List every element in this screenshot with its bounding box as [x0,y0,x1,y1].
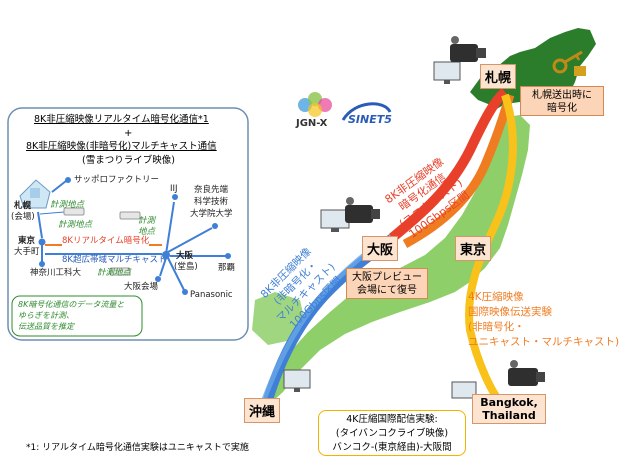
node-dot-factory [65,177,71,183]
node-dot-panasonic [182,289,188,295]
monitor-icon [451,381,477,399]
measure-point-split-l2: 地点 [138,227,156,237]
node-dot-venue [155,276,161,282]
sinet-swoosh [341,102,392,121]
panel-title-line1: 8K非圧縮映像リアルタイム暗号化通信*1 [34,114,209,125]
exp-box-l1: 4K圧縮国際配信実験: [346,414,438,425]
video-camera-icon [508,360,545,386]
snow-sculpture-icon [19,179,51,209]
node-label-tokyo-sub: 大手町 [14,247,40,257]
bangkok-tag: Bangkok, Thailand [472,394,546,424]
left-network-links [37,180,226,291]
node-label-sapporo: 札幌 [14,201,32,211]
monitor-icon [283,369,311,389]
footnote: *1: リアルタイム暗号化通信実験はユニキャストで実施 [26,443,249,453]
orange-route-l4: ユニキャスト・マルチキャスト) [468,336,620,348]
measure-device-icon [109,267,131,276]
left-note-box [11,295,143,337]
jgn-x-logo-text: JGN-X [296,118,328,129]
node-label-osaka-sub: (堂島) [174,262,198,272]
node-dot-kanagawa [39,261,45,267]
red-route-band [388,88,509,242]
bangkok-l1: Bangkok, [480,396,538,409]
realtime-encryption-label: 8Kリアルタイム暗号化 [62,236,150,247]
orange-route-label: 4K圧縮映像 国際映像伝送実験 (非暗号化・ ユニキャスト・マルチキャスト) [468,290,619,350]
orange-route-l1: 4K圧縮映像 [468,291,524,303]
node-label-iij: IIJ [170,184,178,194]
measure-point-split-l1: 計測 [138,216,156,226]
sapporo-encrypt-note: 札幌送出時に 暗号化 [520,86,604,116]
link-sapporo-factory [51,180,67,193]
honshu-landmass [266,115,530,402]
exp-box-l3: バンコク-(東京経由)-大阪間 [332,442,452,453]
panel-title-line3: (雪まつりライブ映像) [82,155,175,166]
monitor-icon [433,61,461,81]
link-osaka-iij [165,201,175,255]
left-network-nodes [38,177,231,295]
measure-point-label: 計測地点 [50,200,85,210]
link-osaka-nara [167,227,213,253]
left-panel-frame [7,107,249,341]
key-icon [552,50,586,76]
note-line1: 8K暗号化通信のデータ流量と [18,300,125,309]
map-city-okinawa: 沖縄 [244,398,281,423]
measure-point-label: 計測地点 [58,220,93,230]
node-dot-tokyo [38,238,46,246]
jgn-x-logo [298,92,332,117]
node-label-kanagawa: 神奈川工科大 [30,268,82,278]
measure-device-icon [119,211,141,220]
node-label-nara-l1: 奈良先端 [194,185,229,195]
node-label-nara-l2: 科学技術 [194,197,229,207]
node-label-naha: 那覇 [218,263,236,273]
intl-experiment-box: 4K圧縮国際配信実験: (タイバンコクライブ映像) バンコク-(東京経由)-大阪… [318,410,466,456]
node-dot-osaka [162,251,170,259]
multicast-label: 8K超広帯域マルチキャスト [62,255,167,265]
node-dot-nara [212,223,218,229]
map-city-osaka: 大阪 [362,236,399,261]
exp-box-l2: (タイバンコクライブ映像) [335,428,449,439]
node-label-tokyo: 東京 [18,236,36,246]
bangkok-l2: Thailand [482,409,536,422]
link-measure-sapporo [39,211,65,215]
node-label-factory: サッポロファクトリー [74,175,160,185]
orange-route-band [402,93,515,248]
link-sapporo-tokyo [37,211,43,239]
map-city-sapporo: 札幌 [480,64,517,89]
note-line3: 伝送品質を推定 [18,322,74,331]
measure-point-label: 計測地点 [97,268,132,278]
map-equipment [283,36,586,399]
orange-route-l2: 国際映像伝送実験 [468,306,552,318]
orange-route-l3: (非暗号化・ [468,321,525,333]
video-camera-icon [450,36,486,62]
osaka-preview-note: 大阪プレビュー 会場にて復号 [346,268,428,299]
yellow-route-band [465,93,517,405]
node-label-sapporo-sub: (会場) [11,212,35,222]
measure-device-icon [63,207,85,216]
link-osaka-venue [159,257,167,277]
map-city-tokyo: 東京 [455,236,492,261]
link-osaka-panasonic [167,257,185,291]
node-dot-iij [172,194,178,200]
osaka-preview-l1: 大阪プレビュー [352,272,422,283]
osaka-preview-l2: 会場にて復号 [357,285,417,296]
note-line2: ゆらぎを計測、 [18,311,74,320]
sapporo-note-l2: 暗号化 [547,103,577,114]
node-label-nara-l3: 大学院大学 [190,209,233,219]
node-label-panasonic: Panasonic [190,290,233,300]
panel-title-line2: 8K非圧縮映像(非暗号化)マルチキャスト通信 [26,141,217,152]
node-label-osaka: 大阪 [176,251,194,261]
node-label-osaka-venue: 大阪会場 [124,282,159,292]
video-camera-icon [345,197,380,223]
panel-plus: + [124,128,133,139]
node-dot-naha [225,253,231,259]
sapporo-note-l1: 札幌送出時に [532,90,592,101]
sinet-logo-text: SINET5 [348,113,392,126]
